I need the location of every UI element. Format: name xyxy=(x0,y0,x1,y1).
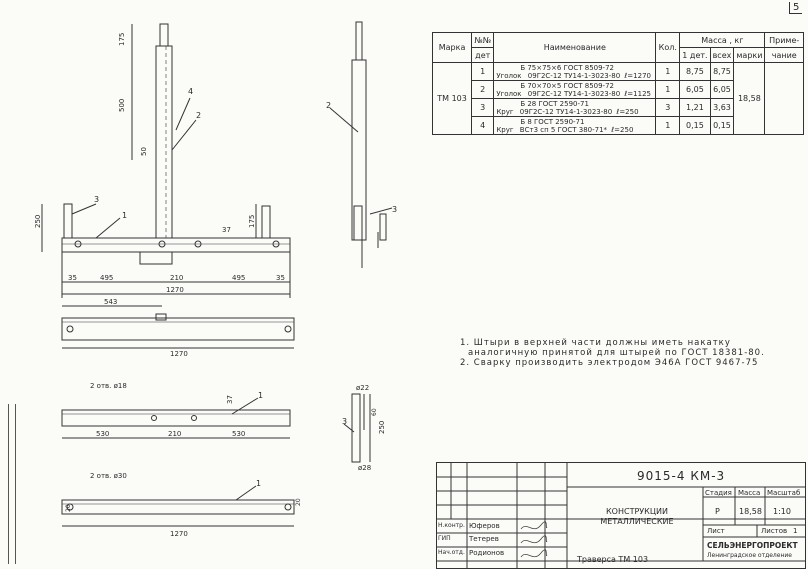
sheets-value: 1 xyxy=(793,527,798,535)
side-pin-right xyxy=(261,205,271,239)
signer-name: Родионов xyxy=(469,549,505,557)
callout-4: 4 xyxy=(188,87,193,96)
note-line: аналогичную принятой для штырей по ГОСТ … xyxy=(468,348,765,358)
specification-table: Марка №№ Наименование Кол. Масса , кг Пр… xyxy=(431,32,804,135)
callout-2: 2 xyxy=(196,111,201,120)
dim-175-top: 175 xyxy=(118,33,126,46)
header-mass: Масса , кг xyxy=(679,32,766,48)
table-row: 4 Б 8 ГОСТ 2590-71 Круг ВСт3 сп 5 ГОСТ 3… xyxy=(433,116,804,135)
holes-18-label: 2 отв. ø18 xyxy=(90,382,127,390)
dim-210: 210 xyxy=(170,274,183,282)
dim-dia-22: ø22 xyxy=(356,384,369,392)
dim-175-right: 175 xyxy=(248,215,256,228)
sheet-number: 5 xyxy=(789,2,803,14)
header-num-bottom: дет xyxy=(471,47,495,63)
dim-20-right: 20 xyxy=(295,498,302,506)
dim-500: 500 xyxy=(118,99,126,112)
drawing-title: КОНСТРУКЦИИ МЕТАЛЛИЧЕСКИЕ xyxy=(600,507,674,526)
signer-role: Н.контр. xyxy=(438,522,465,529)
signer-role: ГИП xyxy=(438,535,451,542)
header-qty: Кол. xyxy=(655,32,681,63)
scale-label: Масштаб xyxy=(767,489,801,497)
dim-60: 60 xyxy=(371,408,378,416)
dim-50: 50 xyxy=(140,147,148,156)
main-angle-vertical xyxy=(155,45,173,239)
header-mark: Марка xyxy=(431,32,473,63)
mass-value: 18,58 xyxy=(739,507,762,516)
dim-dia-28: ø28 xyxy=(358,464,371,472)
table-row: ТМ 103 1 Б 75×75×6 ГОСТ 8509-72 Уголок 0… xyxy=(431,62,804,135)
sheets-label: Листов xyxy=(761,527,788,535)
drawing-code: 9015-4 КМ-3 xyxy=(637,469,726,483)
callout-1-detail: 1 xyxy=(258,391,263,400)
header-num-top: №№ xyxy=(471,32,495,48)
dim-543: 543 xyxy=(104,298,117,306)
header-mass-mark: марки xyxy=(733,47,766,63)
callout-3-left: 3 xyxy=(94,195,99,204)
top-pin xyxy=(159,23,169,47)
plan-view-1 xyxy=(61,317,295,341)
dim-250: 250 xyxy=(34,215,42,228)
header-mass-all: всех xyxy=(709,47,735,63)
mark-cell: ТМ 103 xyxy=(431,62,473,135)
dim-1270-plan: 1270 xyxy=(170,350,188,358)
header-mass-one: 1 дет. xyxy=(679,47,711,63)
dim-250-pin: 250 xyxy=(378,421,386,434)
side-pin-left xyxy=(63,203,73,239)
callout-3-pin: 3 xyxy=(342,417,347,426)
dim-35-left: 35 xyxy=(68,274,77,282)
dim-495-left: 495 xyxy=(100,274,113,282)
holes-30-label: 2 отв. ø30 xyxy=(90,472,127,480)
dim-37: 37 xyxy=(222,226,231,234)
callout-2-side: 2 xyxy=(326,101,331,110)
detail-angle-1 xyxy=(61,409,291,427)
header-note-top: Приме- xyxy=(764,32,804,48)
org-name: СЕЛЬЭНЕРГОПРОЕКТ xyxy=(707,541,798,550)
dim-20-left: 20 xyxy=(65,504,72,512)
header-name: Наименование xyxy=(493,32,657,63)
dim-1270-main: 1270 xyxy=(166,286,184,294)
dim-495-right: 495 xyxy=(232,274,245,282)
main-angle-horizontal xyxy=(61,237,291,253)
scale-value: 1:10 xyxy=(773,507,791,516)
stage-label: Стадия xyxy=(705,489,732,497)
sheet-label: Лист xyxy=(707,527,725,535)
callout-1-detail2: 1 xyxy=(256,479,261,488)
dim-210-detail: 210 xyxy=(168,430,181,438)
note-line: 2. Сварку производить электродом Э46А ГО… xyxy=(460,358,759,368)
callout-3-side: 3 xyxy=(392,205,397,214)
table-row: 3 Б 28 ГОСТ 2590-71 Круг 09Г2С-12 ТУ14-1… xyxy=(433,98,804,117)
signature-marks xyxy=(520,521,548,558)
title-block-grid xyxy=(437,463,805,568)
dim-35-right: 35 xyxy=(276,274,285,282)
table-row: 2 Б 70×70×5 ГОСТ 8509-72 Уголок 09Г2С-12… xyxy=(433,80,804,99)
title-block: 9015-4 КМ-3 КОНСТРУКЦИИ МЕТАЛЛИЧЕСКИЕ Ст… xyxy=(436,462,806,569)
mark-mass-cell: 18,58 xyxy=(733,62,766,135)
drawing-name: Траверса ТМ 103 xyxy=(577,555,649,564)
signer-name: Тетерев xyxy=(469,535,499,543)
dim-37-detail: 37 xyxy=(226,395,234,404)
drawing-notes: 1. Штыри в верхней части должны иметь на… xyxy=(460,338,765,368)
dim-530-right: 530 xyxy=(232,430,245,438)
mass-label: Масса xyxy=(738,489,761,497)
dim-530-left: 530 xyxy=(96,430,109,438)
left-margin-strip xyxy=(8,404,16,564)
dim-1270-detail: 1270 xyxy=(170,530,188,538)
pin-detail xyxy=(351,393,361,463)
org-sub: Ленинградское отделение xyxy=(707,552,792,559)
detail-angle-2 xyxy=(61,499,295,515)
stage-value: Р xyxy=(715,507,720,516)
signer-name: Юферов xyxy=(469,522,500,530)
header-note-bottom: чание xyxy=(764,47,804,63)
signer-role: Нач.отд. xyxy=(438,549,465,556)
note-line: 1. Штыри в верхней части должны иметь на… xyxy=(460,338,731,348)
callout-1-main: 1 xyxy=(122,211,127,220)
